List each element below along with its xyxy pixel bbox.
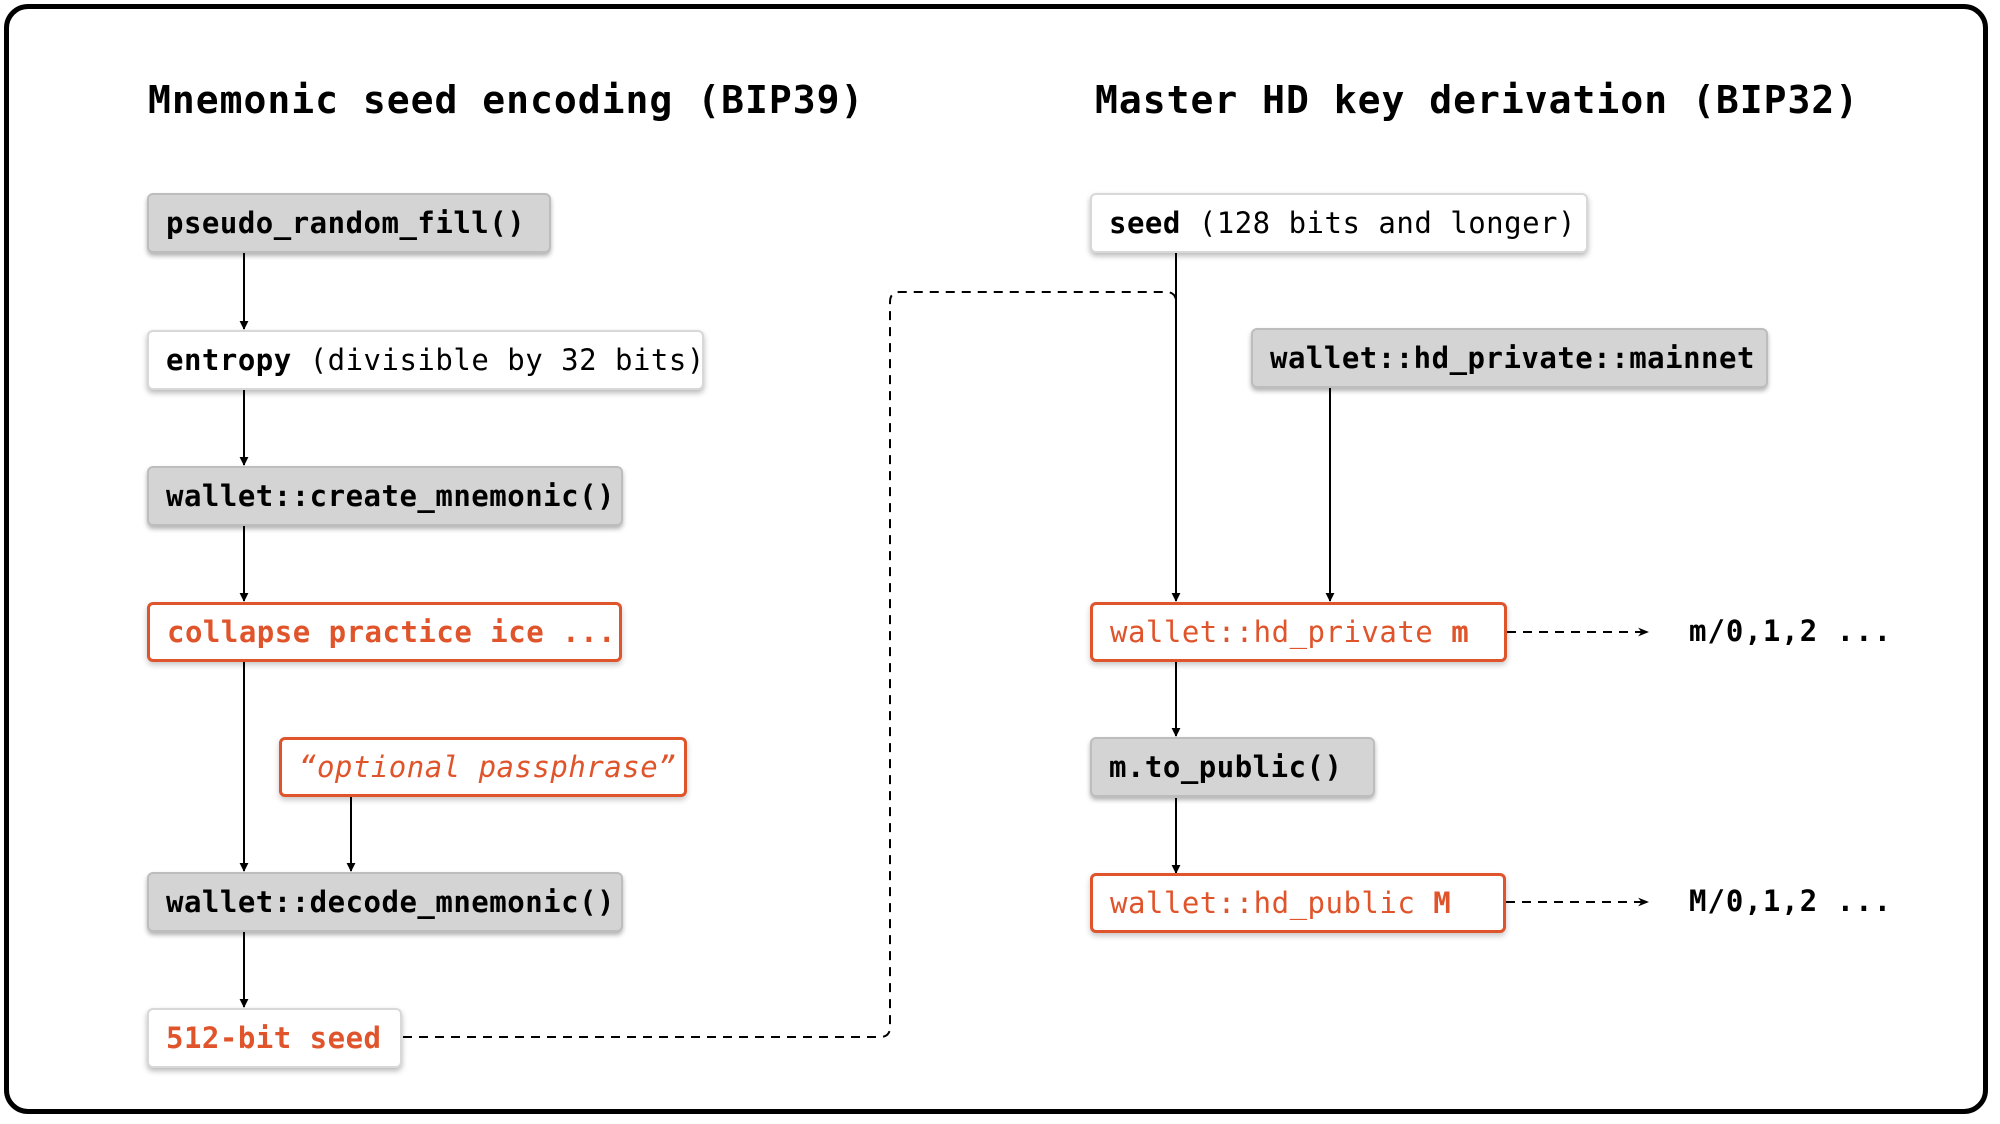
optional-passphrase-node: “optional passphrase” xyxy=(279,737,687,797)
seed-512-node: 512-bit seed xyxy=(147,1008,402,1068)
public-children-label: M/0,1,2 ... xyxy=(1689,884,1893,918)
mainnet-node: wallet::hd_private::mainnet xyxy=(1251,328,1768,388)
seed-label: seed xyxy=(1109,206,1181,240)
hd-public-var: M xyxy=(1433,886,1452,920)
diagram-frame xyxy=(4,4,1988,1114)
right-section-title: Master HD key derivation (BIP32) xyxy=(1095,78,1860,122)
entropy-node: entropy (divisible by 32 bits) xyxy=(147,330,704,390)
hd-private-node: wallet::hd_private m xyxy=(1090,602,1507,662)
entropy-label: entropy xyxy=(166,343,292,377)
decode-mnemonic-node: wallet::decode_mnemonic() xyxy=(147,872,623,932)
seed-note: (128 bits and longer) xyxy=(1180,206,1576,240)
create-mnemonic-node: wallet::create_mnemonic() xyxy=(147,466,623,526)
hd-public-node: wallet::hd_public M xyxy=(1090,873,1506,933)
hd-public-type: wallet::hd_public xyxy=(1110,886,1434,920)
private-children-label: m/0,1,2 ... xyxy=(1689,614,1893,648)
entropy-note: (divisible by 32 bits) xyxy=(291,343,705,377)
hd-private-type: wallet::hd_private xyxy=(1110,615,1452,649)
seed-input-node: seed (128 bits and longer) xyxy=(1090,193,1588,253)
dashed-seed-link xyxy=(403,291,1177,1038)
pseudo-random-fill-node: pseudo_random_fill() xyxy=(147,193,551,253)
left-section-title: Mnemonic seed encoding (BIP39) xyxy=(148,78,865,122)
to-public-node: m.to_public() xyxy=(1090,737,1375,797)
hd-private-var: m xyxy=(1451,615,1470,649)
mnemonic-words-node: collapse practice ice ... xyxy=(147,602,622,662)
